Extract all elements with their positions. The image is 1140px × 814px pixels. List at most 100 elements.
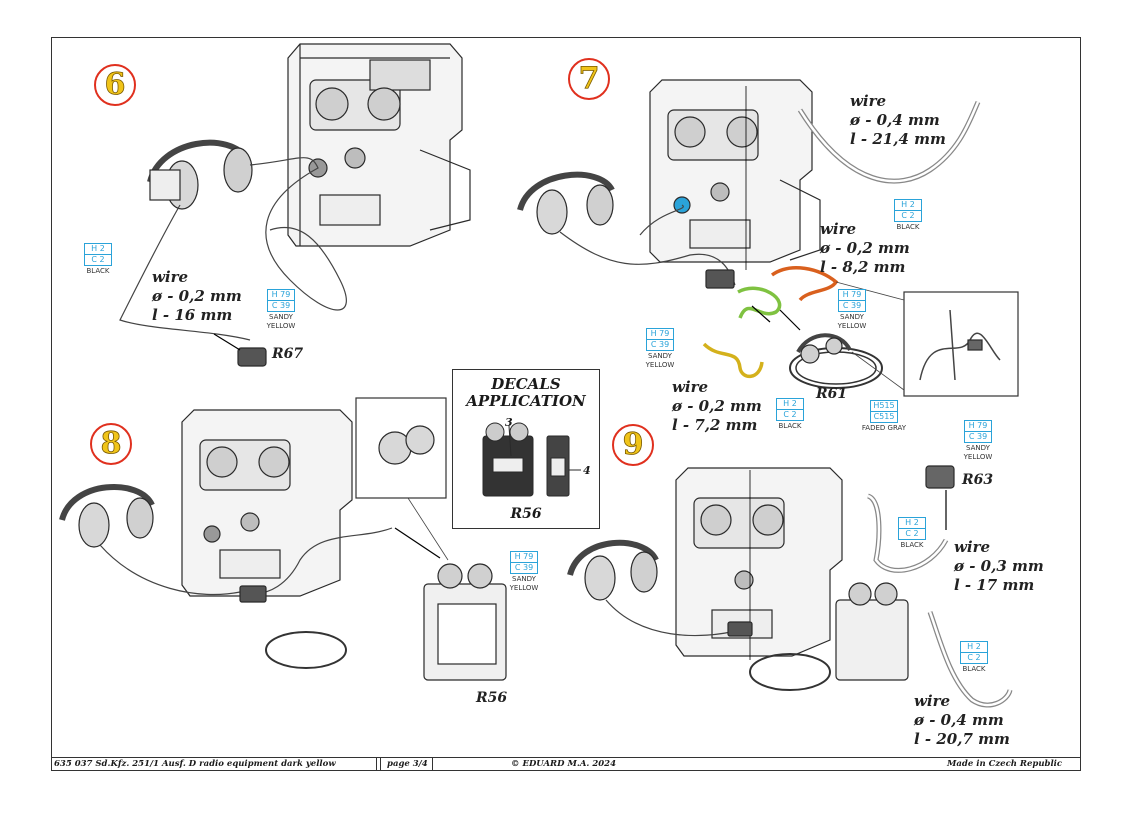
wire-diameter: ø - 0,4 mm <box>850 111 940 129</box>
headphones-step9 <box>567 539 659 601</box>
paint-code-sandy-step9: H 79 C 39 SANDY YELLOW <box>958 420 998 461</box>
paint-code-sandy-step7-right: H 79 C 39 SANDY YELLOW <box>832 289 872 330</box>
wire-word: wire <box>672 378 709 396</box>
paint-name: YELLOW <box>963 453 993 461</box>
wire-yellow-step7 <box>702 342 764 378</box>
footer-made-in: Made in Czech Republic <box>947 759 1063 769</box>
wire-diameter: ø - 0,3 mm <box>954 557 1044 575</box>
wire-word: wire <box>850 92 887 110</box>
paint-h-code: H 79 <box>267 289 295 301</box>
decals-title-line1: DECALS <box>491 375 561 393</box>
part-label-r56: R56 <box>476 690 508 706</box>
headset-coil-r61 <box>789 333 883 389</box>
part-label-r67: R67 <box>272 346 304 362</box>
paint-name: YELLOW <box>837 322 867 330</box>
paint-name: BLACK <box>778 422 802 430</box>
wire-green-step7 <box>737 286 782 319</box>
wire-length: l - 7,2 mm <box>672 416 758 434</box>
footer-copyright: © EDUARD M.A. 2024 <box>511 759 616 769</box>
decals-title: DECALS APPLICATION <box>453 376 599 410</box>
paint-name: BLACK <box>962 665 986 673</box>
junction-box-r56 <box>423 563 507 681</box>
paint-h-code: H 79 <box>646 328 674 340</box>
paint-code-black-step9-top: H 2 C 2 BLACK <box>892 517 932 549</box>
paint-name: SANDY <box>512 575 536 583</box>
paint-name: YELLOW <box>509 584 539 592</box>
paint-h-code: H 2 <box>84 243 112 255</box>
decals-application-panel: DECALS APPLICATION 3 4 R56 <box>452 369 600 529</box>
connector-box-step7 <box>705 269 735 289</box>
paint-code-black-step7-bottom: H 2 C 2 BLACK <box>770 398 810 430</box>
paint-code-gray-step7: H515 C515 FADED GRAY <box>854 400 914 432</box>
wire-length: l - 20,7 mm <box>914 730 1010 748</box>
paint-name: SANDY <box>648 352 672 360</box>
wire-diameter: ø - 0,2 mm <box>152 287 242 305</box>
paint-name: BLACK <box>900 541 924 549</box>
step-number-9: 9 <box>612 424 654 466</box>
decal-number-4: 4 <box>583 464 591 477</box>
radio-set-step9 <box>675 467 843 660</box>
paint-c-code: C 39 <box>510 563 538 574</box>
cable-step8 <box>99 527 393 596</box>
wire-diameter: ø - 0,2 mm <box>820 239 910 257</box>
headphones-step6 <box>147 139 253 210</box>
paint-h-code: H 2 <box>894 199 922 211</box>
wire-spec-step7-top: wire ø - 0,4 mm l - 21,4 mm <box>850 92 946 149</box>
paint-h-code: H 79 <box>510 551 538 563</box>
connector-r63 <box>925 465 955 489</box>
headphones-step8 <box>59 484 155 548</box>
paint-c-code: C 39 <box>267 301 295 312</box>
paint-h-code: H 2 <box>776 398 804 410</box>
wire-length: l - 16 mm <box>152 306 233 324</box>
step-number-7: 7 <box>568 58 610 100</box>
wire-spec-step9-top: wire ø - 0,3 mm l - 17 mm <box>954 538 1044 595</box>
part-label-r63: R63 <box>962 472 994 488</box>
step-number-6: 6 <box>94 64 136 106</box>
paint-h-code: H 2 <box>898 517 926 529</box>
footer-divider <box>376 758 377 771</box>
cable-step7 <box>559 204 736 286</box>
detail-inset-step7 <box>903 291 1019 397</box>
paint-c-code: C 39 <box>838 301 866 312</box>
radio-set-step8 <box>181 409 353 597</box>
wire-spec-step9-bottom: wire ø - 0,4 mm l - 20,7 mm <box>914 692 1010 749</box>
instruction-sheet <box>51 37 1081 771</box>
paint-c-code: C 39 <box>964 432 992 443</box>
connector-r67 <box>237 347 267 367</box>
decal-number-3: 3 <box>505 416 513 429</box>
paint-c-code: C 2 <box>894 211 922 222</box>
paint-name: BLACK <box>86 267 110 275</box>
paint-c-code: C 2 <box>898 529 926 540</box>
wire-length: l - 8,2 mm <box>820 258 906 276</box>
wire-diameter: ø - 0,4 mm <box>914 711 1004 729</box>
paint-c-code: C 2 <box>960 653 988 664</box>
paint-name: YELLOW <box>645 361 675 369</box>
step-number-8: 8 <box>90 423 132 465</box>
decals-title-line2: APPLICATION <box>466 392 586 410</box>
paint-c-code: C 39 <box>646 340 674 351</box>
paint-name: SANDY <box>269 313 293 321</box>
paint-h-code: H 2 <box>960 641 988 653</box>
paint-c-code: C 2 <box>84 255 112 266</box>
paint-name: FADED GRAY <box>861 424 907 432</box>
paint-h-code: H 79 <box>964 420 992 432</box>
paint-h-code: H 79 <box>838 289 866 301</box>
cable-step6 <box>119 157 347 341</box>
paint-code-black-step9-bottom: H 2 C 2 BLACK <box>954 641 994 673</box>
paint-name: SANDY <box>840 313 864 321</box>
wire-spec-step7-mid: wire ø - 0,2 mm l - 8,2 mm <box>820 220 910 277</box>
decals-part-label: R56 <box>510 506 542 522</box>
footer-bar: 635 037 Sd.Kfz. 251/1 Ausf. D radio equi… <box>51 757 1081 771</box>
wire-spec-step6: wire ø - 0,2 mm l - 16 mm <box>152 268 242 325</box>
wire-word: wire <box>152 268 189 286</box>
part-label-r61: R61 <box>816 386 848 402</box>
paint-name: SANDY <box>966 444 990 452</box>
footer-divider <box>380 758 381 771</box>
paint-c-code: C515 <box>870 412 898 423</box>
paint-code-sandy-step8: H 79 C 39 SANDY YELLOW <box>504 551 544 592</box>
paint-code-black-step7-top: H 2 C 2 BLACK <box>888 199 928 231</box>
paint-code-sandy-step7-left: H 79 C 39 SANDY YELLOW <box>640 328 680 369</box>
wire-length: l - 17 mm <box>954 576 1035 594</box>
paint-c-code: C 2 <box>776 410 804 421</box>
